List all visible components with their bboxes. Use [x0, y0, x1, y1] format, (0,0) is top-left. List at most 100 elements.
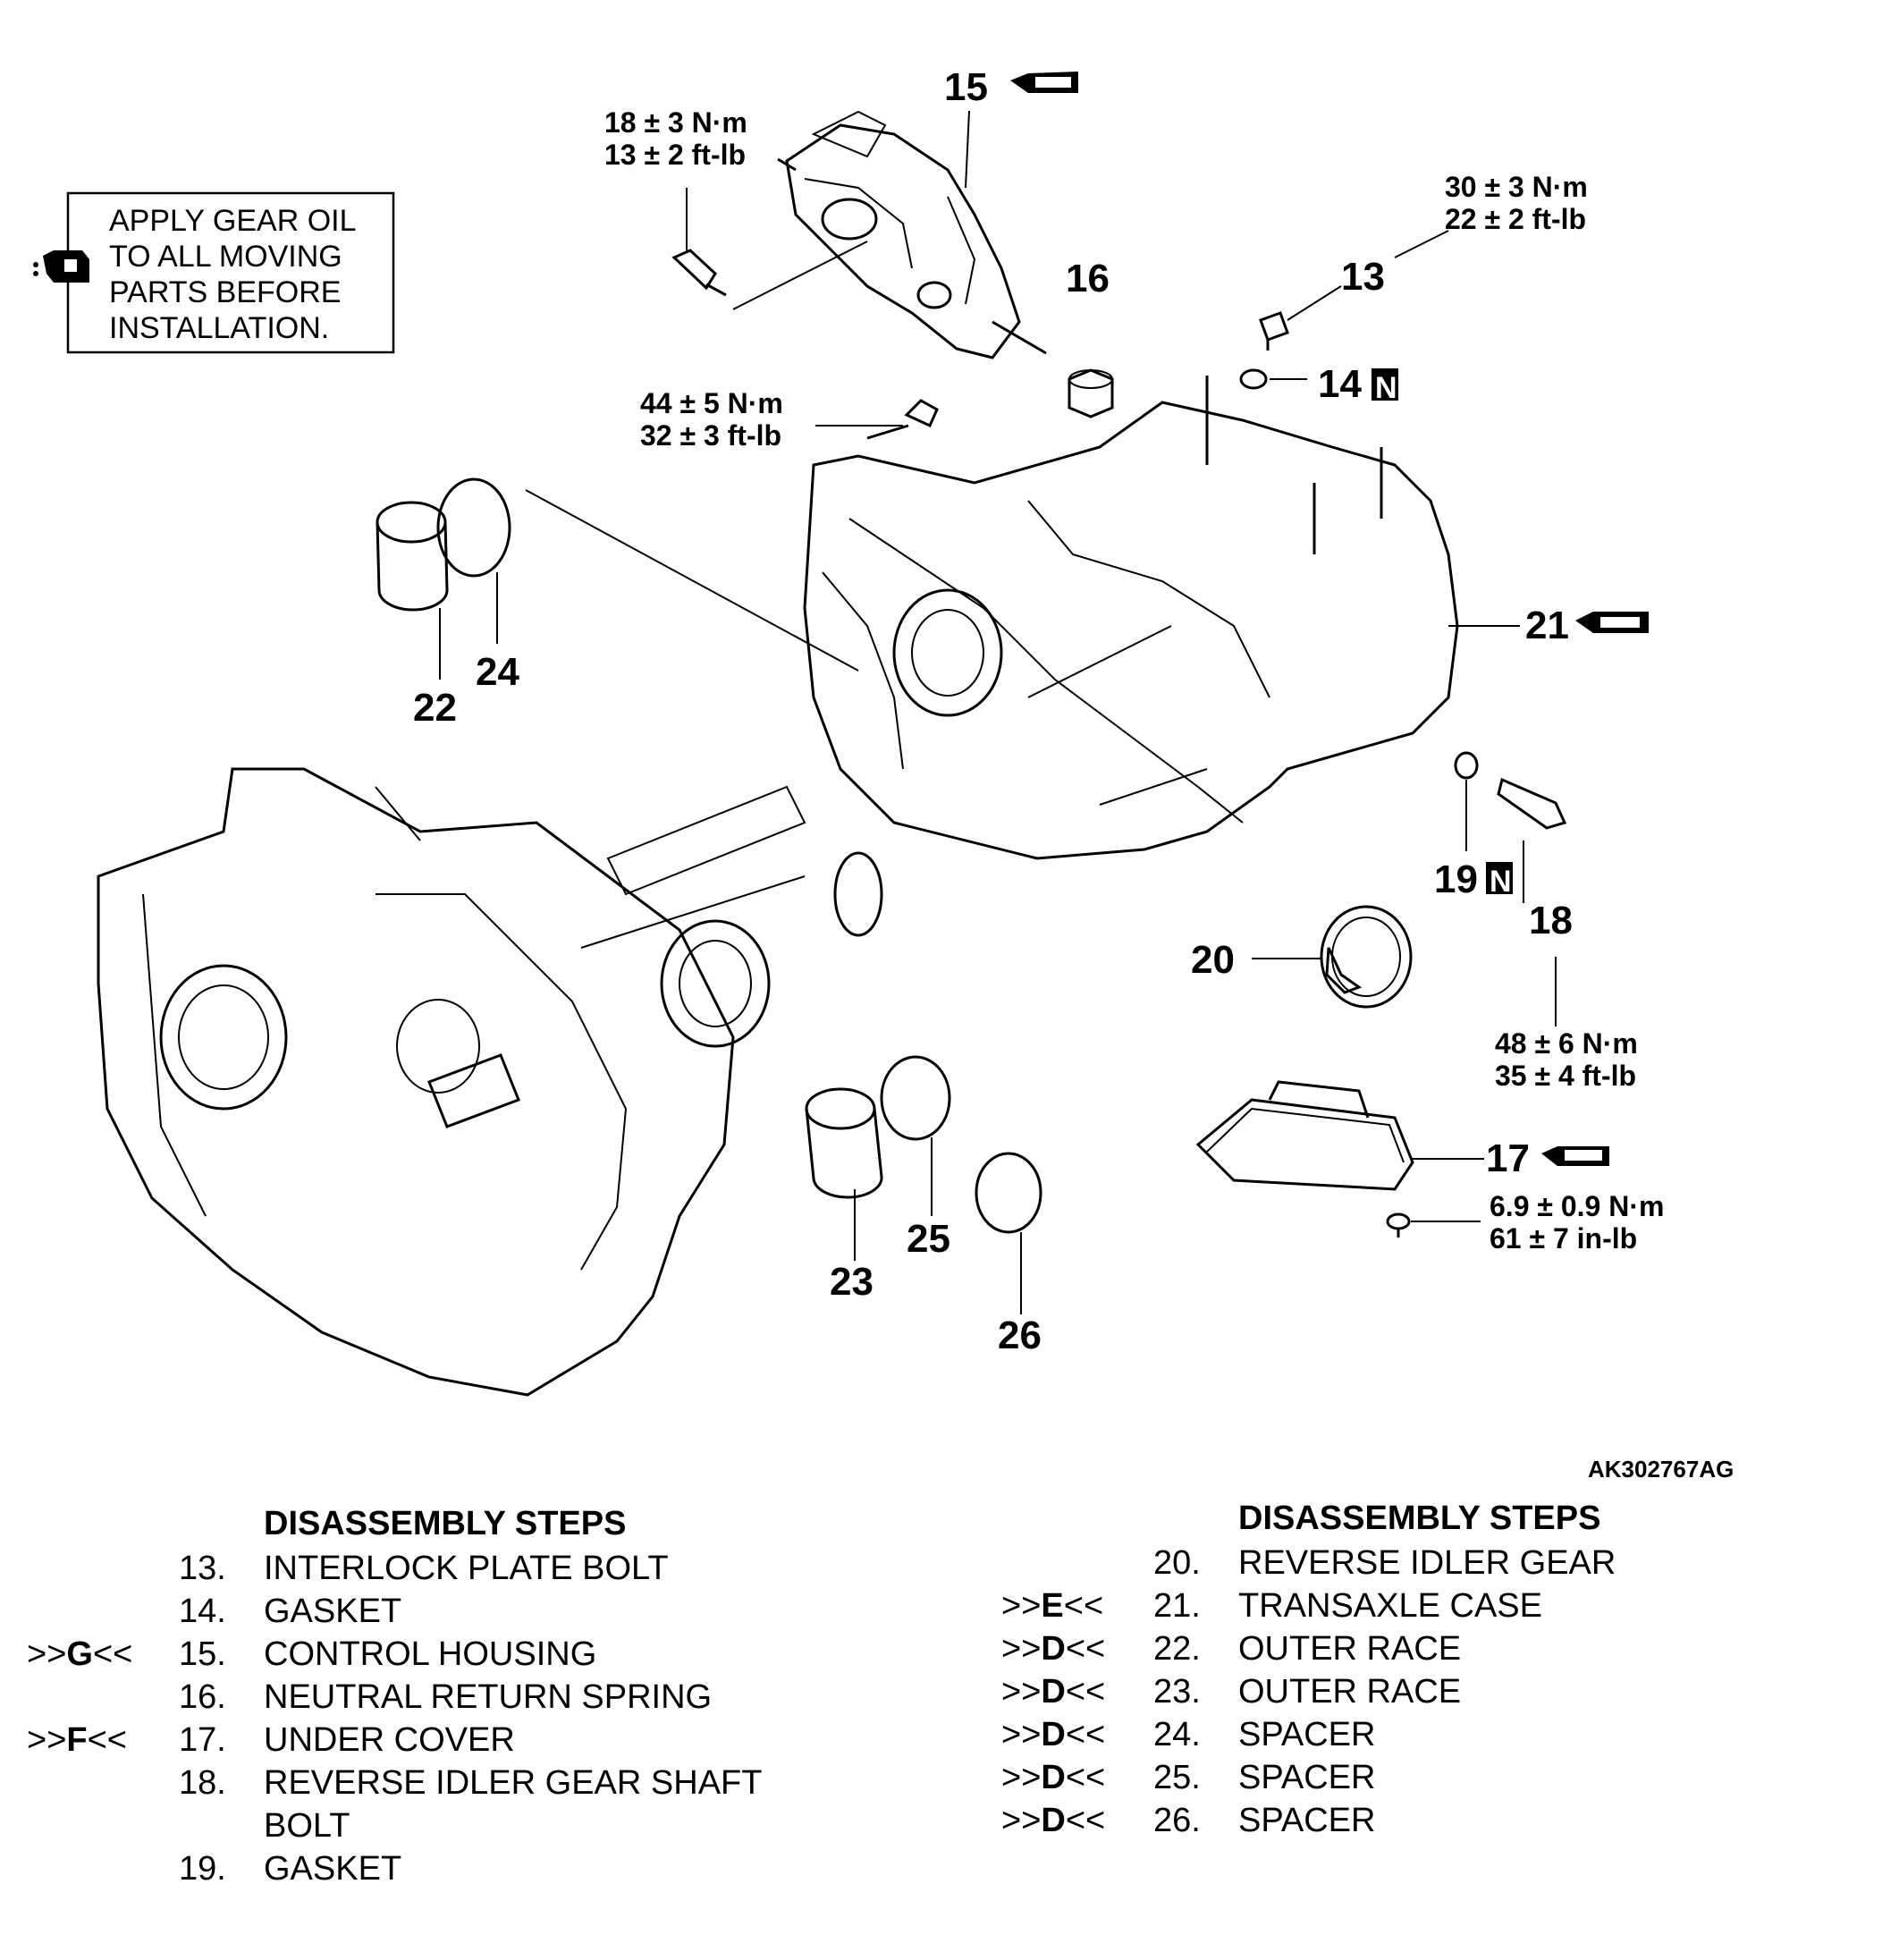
- step-number: 20.: [1153, 1544, 1201, 1582]
- new-part-letter-19: N: [1490, 865, 1512, 899]
- torque-13-metric: 30 ± 3 N·m: [1445, 171, 1588, 203]
- sealant-21-icon: [1575, 612, 1649, 633]
- step-text: OUTER RACE: [1238, 1630, 1462, 1668]
- step-ref-suffix: <<: [92, 1635, 133, 1673]
- callout-23: 23: [830, 1260, 874, 1304]
- step-ref-letter: G: [66, 1635, 93, 1673]
- neutral-return-spring-drawing: [1068, 368, 1114, 418]
- gasket-14-drawing: [1239, 368, 1307, 390]
- step-ref-suffix: <<: [1065, 1802, 1106, 1839]
- step-row: 13.INTERLOCK PLATE BOLT: [27, 1547, 885, 1590]
- callout-26: 26: [998, 1314, 1042, 1357]
- under-cover-drawing: [1195, 1080, 1484, 1191]
- step-row: 20. REVERSE IDLER GEAR: [1001, 1542, 1806, 1584]
- housing-bolt-drawing: [671, 188, 868, 310]
- step-number: 24.: [1153, 1716, 1201, 1753]
- step-ref-prefix: >>: [1001, 1587, 1042, 1625]
- figure-id: AK302767AG: [1588, 1456, 1734, 1483]
- step-text: INTERLOCK PLATE BOLT: [264, 1550, 669, 1587]
- torque-18-metric: 48 ± 6 N·m: [1495, 1027, 1638, 1060]
- spacer-25-drawing: [880, 1055, 951, 1216]
- step-ref-letter: D: [1041, 1759, 1066, 1796]
- disassembly-steps-left: DISASSEMBLY STEPS 13.INTERLOCK PLATE BOL…: [27, 1502, 885, 1890]
- step-number: 16.: [179, 1678, 226, 1716]
- step-text: TRANSAXLE CASE: [1238, 1587, 1542, 1625]
- step-row: >>D<<25.SPACER: [1001, 1756, 1806, 1799]
- step-reference: >>E<<: [1001, 1584, 1153, 1627]
- step-reference: [27, 1761, 179, 1804]
- step-reference: [27, 1590, 179, 1633]
- step-ref-prefix: >>: [1001, 1802, 1042, 1839]
- step-text: REVERSE IDLER GEAR: [1238, 1544, 1616, 1582]
- callout-21: 21: [1525, 604, 1569, 647]
- step-reference: [27, 1547, 179, 1590]
- steps-heading-right: DISASSEMBLY STEPS: [1238, 1500, 1601, 1537]
- control-housing-drawing: [777, 110, 1047, 359]
- step-text: NEUTRAL RETURN SPRING: [264, 1678, 713, 1716]
- step-reference: >>D<<: [1001, 1627, 1153, 1670]
- callout-17: 17: [1486, 1136, 1530, 1180]
- step-ref-prefix: >>: [1001, 1716, 1042, 1753]
- step-row: 14.GASKET: [27, 1590, 885, 1633]
- step-number: 17.: [179, 1721, 226, 1759]
- note-line-1: APPLY GEAR OIL: [109, 204, 357, 238]
- step-text: SPACER: [1238, 1802, 1376, 1839]
- callout-14: 14: [1318, 362, 1362, 406]
- callout-16: 16: [1066, 257, 1110, 300]
- step-reference: >>D<<: [1001, 1799, 1153, 1842]
- step-number: [179, 1804, 264, 1847]
- interlock-bolt-drawing: [1259, 230, 1449, 351]
- step-reference: >>D<<: [1001, 1756, 1153, 1799]
- step-ref-suffix: <<: [1065, 1716, 1106, 1753]
- callout-13: 13: [1341, 255, 1385, 299]
- step-ref-prefix: >>: [1001, 1673, 1042, 1711]
- reverse-idler-bolt-drawing: [1497, 777, 1567, 1026]
- torque-17-metric: 6.9 ± 0.9 N·m: [1490, 1190, 1664, 1222]
- step-reference: [1001, 1542, 1153, 1584]
- step-reference: >>G<<: [27, 1633, 179, 1676]
- cover-bolt-drawing: [1386, 1212, 1481, 1238]
- callout-22: 22: [413, 686, 457, 730]
- gear-oil-note: APPLY GEAR OIL TO ALL MOVING PARTS BEFOR…: [33, 191, 395, 354]
- step-ref-letter: D: [1041, 1716, 1066, 1753]
- outer-race-23-drawing: [805, 1087, 883, 1261]
- step-ref-suffix: <<: [1065, 1673, 1106, 1711]
- sealant-17-icon: [1541, 1146, 1609, 1166]
- step-ref-letter: D: [1041, 1630, 1066, 1668]
- step-number: 14.: [179, 1592, 226, 1630]
- step-number: 25.: [1153, 1759, 1201, 1796]
- step-ref-letter: E: [1041, 1587, 1064, 1625]
- callout-19: 19: [1434, 858, 1478, 901]
- step-number: 15.: [179, 1635, 226, 1673]
- spacer-26-drawing: [975, 1152, 1042, 1314]
- step-reference: [27, 1847, 179, 1890]
- spacer-24-drawing: [436, 477, 511, 644]
- step-number: 22.: [1153, 1630, 1201, 1668]
- step-ref-prefix: >>: [1001, 1630, 1042, 1668]
- step-text: REVERSE IDLER GEAR SHAFT: [264, 1764, 763, 1802]
- step-row: >>F<<17. UNDER COVER: [27, 1719, 885, 1761]
- step-row: >>D<<26.SPACER: [1001, 1799, 1806, 1842]
- step-row: >>E<<21.TRANSAXLE CASE: [1001, 1584, 1806, 1627]
- step-number: 26.: [1153, 1802, 1201, 1839]
- step-ref-prefix: >>: [27, 1721, 67, 1759]
- reverse-idler-gear-drawing: [1252, 905, 1413, 1009]
- step-row: >>D<<22. OUTER RACE: [1001, 1627, 1806, 1670]
- step-ref-prefix: >>: [1001, 1759, 1042, 1796]
- step-text: SPACER: [1238, 1716, 1376, 1753]
- step-text: GASKET: [264, 1850, 402, 1888]
- step-reference: >>F<<: [27, 1719, 179, 1761]
- step-ref-letter: D: [1041, 1802, 1066, 1839]
- step-text: CONTROL HOUSING: [264, 1635, 597, 1673]
- new-part-mark-19: [1486, 862, 1513, 894]
- torque-13-imperial: 22 ± 2 ft-lb: [1445, 203, 1586, 235]
- step-row: 18.REVERSE IDLER GEAR SHAFT: [27, 1761, 885, 1804]
- oil-can-icon: [33, 250, 89, 283]
- step-ref-prefix: >>: [27, 1635, 67, 1673]
- step-text: UNDER COVER: [264, 1721, 515, 1759]
- sealant-15-icon: [1010, 72, 1078, 93]
- step-text: BOLT: [264, 1807, 350, 1845]
- step-reference: >>D<<: [1001, 1670, 1153, 1713]
- gasket-19-drawing: [1454, 751, 1479, 851]
